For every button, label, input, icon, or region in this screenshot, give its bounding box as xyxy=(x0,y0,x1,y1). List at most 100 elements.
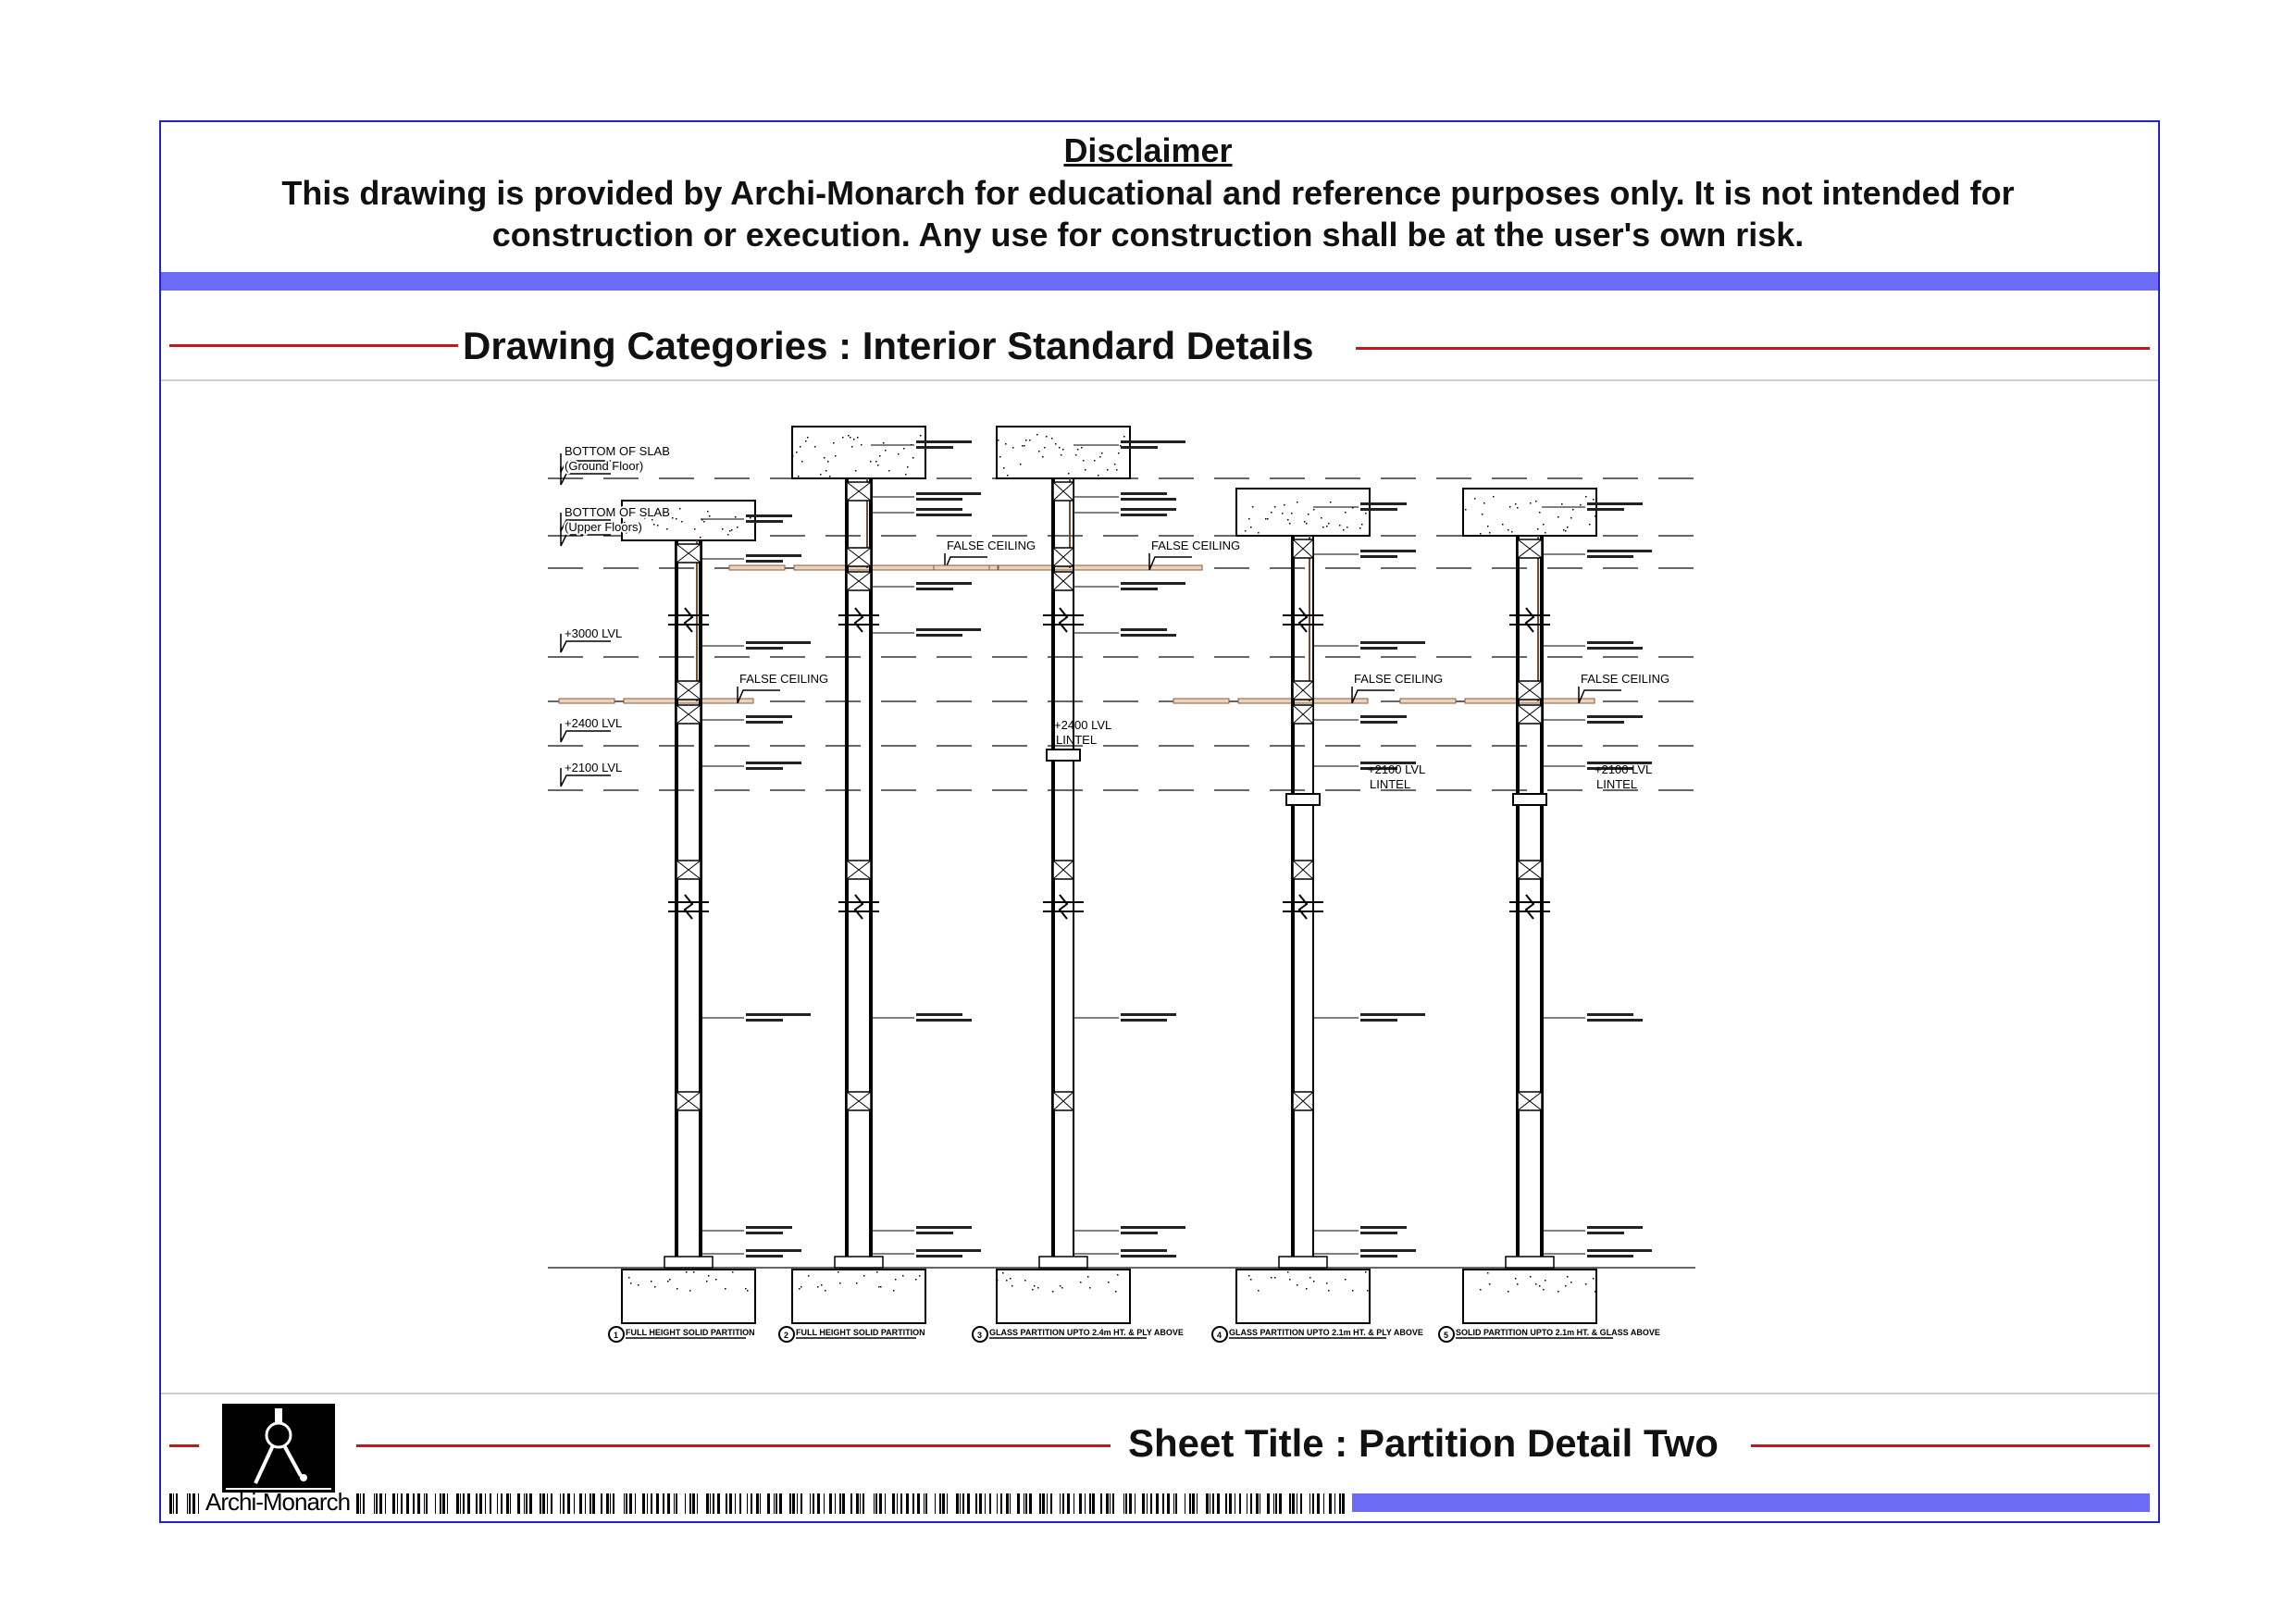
callout-note xyxy=(1360,762,1416,764)
concrete-slab xyxy=(1235,488,1371,537)
detail-number-bubble xyxy=(608,1326,625,1343)
detail-number: 4 xyxy=(1217,1331,1222,1340)
callout-note xyxy=(1587,715,1643,718)
callout-note xyxy=(1587,641,1633,644)
level-marker-icon xyxy=(1351,687,1395,704)
false-ceiling-board xyxy=(793,564,999,571)
callout-note xyxy=(916,1255,962,1258)
level-marker-icon xyxy=(1578,687,1621,704)
callout-note xyxy=(1121,1019,1167,1022)
sheet-frame xyxy=(159,120,2160,1523)
floor-channel xyxy=(1505,1256,1555,1269)
callout-note xyxy=(746,514,792,517)
level-marker-icon xyxy=(560,466,611,486)
header-divider xyxy=(161,379,2158,381)
barcode-strip xyxy=(356,1493,1345,1514)
false-ceiling-board xyxy=(933,564,990,571)
callout-note xyxy=(916,440,972,443)
detail-number-bubble xyxy=(1211,1326,1228,1343)
detail-caption: FULL HEIGHT SOLID PARTITION xyxy=(626,1328,755,1337)
floor-slab xyxy=(996,1269,1131,1324)
aluminium-section-cross xyxy=(1517,860,1543,880)
lintel-level-label: +2100 LVL xyxy=(1595,762,1652,776)
level-marker-icon xyxy=(560,724,611,743)
callout-note xyxy=(1121,628,1167,631)
concrete-slab xyxy=(791,426,926,479)
heading-rule-left xyxy=(169,344,458,347)
level-marker-icon xyxy=(560,634,611,653)
detail-number: 3 xyxy=(977,1331,982,1340)
heading-rule-right xyxy=(1356,347,2150,350)
callout-note xyxy=(1587,508,1624,511)
callout-note xyxy=(1587,550,1652,552)
callout-note xyxy=(1360,1249,1416,1252)
callout-note xyxy=(916,446,953,449)
aluminium-section-cross xyxy=(676,1091,701,1111)
footer-blue-bar xyxy=(1352,1493,2150,1512)
callout-note xyxy=(916,508,962,511)
break-line-icon xyxy=(1043,894,1084,920)
floor-slab xyxy=(1462,1269,1597,1324)
footer-divider xyxy=(161,1393,2158,1394)
callout-note xyxy=(1121,440,1185,443)
false-ceiling-board xyxy=(1173,698,1230,704)
callout-note xyxy=(1360,641,1425,644)
aluminium-section-cross xyxy=(676,860,701,880)
level-label-ground-floor: (Ground Floor) xyxy=(565,459,643,473)
aluminium-section-cross xyxy=(1292,680,1314,700)
lintel-level-label: +2100 LVL xyxy=(1368,762,1425,776)
footer-rule-left xyxy=(169,1444,199,1447)
floor-channel xyxy=(664,1256,714,1269)
callout-note xyxy=(1587,721,1624,724)
detail-number: 1 xyxy=(614,1331,618,1340)
callout-note xyxy=(1587,502,1643,505)
detail-number-bubble xyxy=(778,1326,795,1343)
aluminium-section-cross xyxy=(1292,704,1314,725)
break-line-icon xyxy=(1283,607,1323,633)
floor-channel xyxy=(1038,1256,1088,1269)
callout-note xyxy=(1360,508,1397,511)
callout-note xyxy=(1587,1249,1652,1252)
callout-note xyxy=(1360,1019,1397,1022)
false-ceiling-board xyxy=(1399,698,1457,704)
break-line-icon xyxy=(668,894,709,920)
disclaimer-text: This drawing is provided by Archi-Monarc… xyxy=(281,174,2015,254)
level-label-2400: +2400 LVL xyxy=(565,716,622,730)
break-line-icon xyxy=(668,607,709,633)
callout-note xyxy=(746,762,801,764)
aluminium-section-cross xyxy=(1052,1091,1074,1111)
detail-number: 5 xyxy=(1444,1331,1448,1340)
callout-note xyxy=(746,560,783,563)
false-ceiling-label: FALSE CEILING xyxy=(1354,672,1443,686)
level-marker-icon xyxy=(737,687,780,704)
level-label-bottom-of-slab-upper: BOTTOM OF SLAB xyxy=(565,505,670,519)
callout-note xyxy=(1121,588,1158,590)
aluminium-section-cross xyxy=(1292,1091,1314,1111)
callout-note xyxy=(746,647,783,650)
callout-note xyxy=(1587,1255,1633,1258)
lintel-label: LINTEL xyxy=(1596,777,1637,791)
false-ceiling-board xyxy=(728,564,786,571)
level-marker-icon xyxy=(944,553,987,571)
callout-note xyxy=(1587,1226,1643,1229)
callout-note xyxy=(916,1249,981,1252)
aluminium-section-cross xyxy=(846,1091,872,1111)
callout-note xyxy=(1121,1226,1185,1229)
callout-note xyxy=(1360,1255,1397,1258)
callout-note xyxy=(1360,715,1407,718)
level-marker-icon xyxy=(1148,553,1192,571)
category-heading: Drawing Categories : Interior Standard D… xyxy=(463,324,1314,367)
footer-rule-mid xyxy=(356,1444,1111,1447)
aluminium-section-cross xyxy=(1292,539,1314,559)
lintel-section xyxy=(1046,749,1081,762)
detail-caption: GLASS PARTITION UPTO 2.1m HT. & PLY ABOV… xyxy=(1229,1328,1423,1337)
callout-note xyxy=(1121,514,1167,516)
callout-note xyxy=(1121,1232,1158,1234)
callout-note xyxy=(1360,550,1416,552)
callout-note xyxy=(916,1232,953,1234)
archi-monarch-logo xyxy=(222,1404,335,1493)
floor-hatch xyxy=(997,1272,1119,1293)
callout-note xyxy=(1121,492,1167,495)
aluminium-section-cross xyxy=(1052,481,1074,502)
